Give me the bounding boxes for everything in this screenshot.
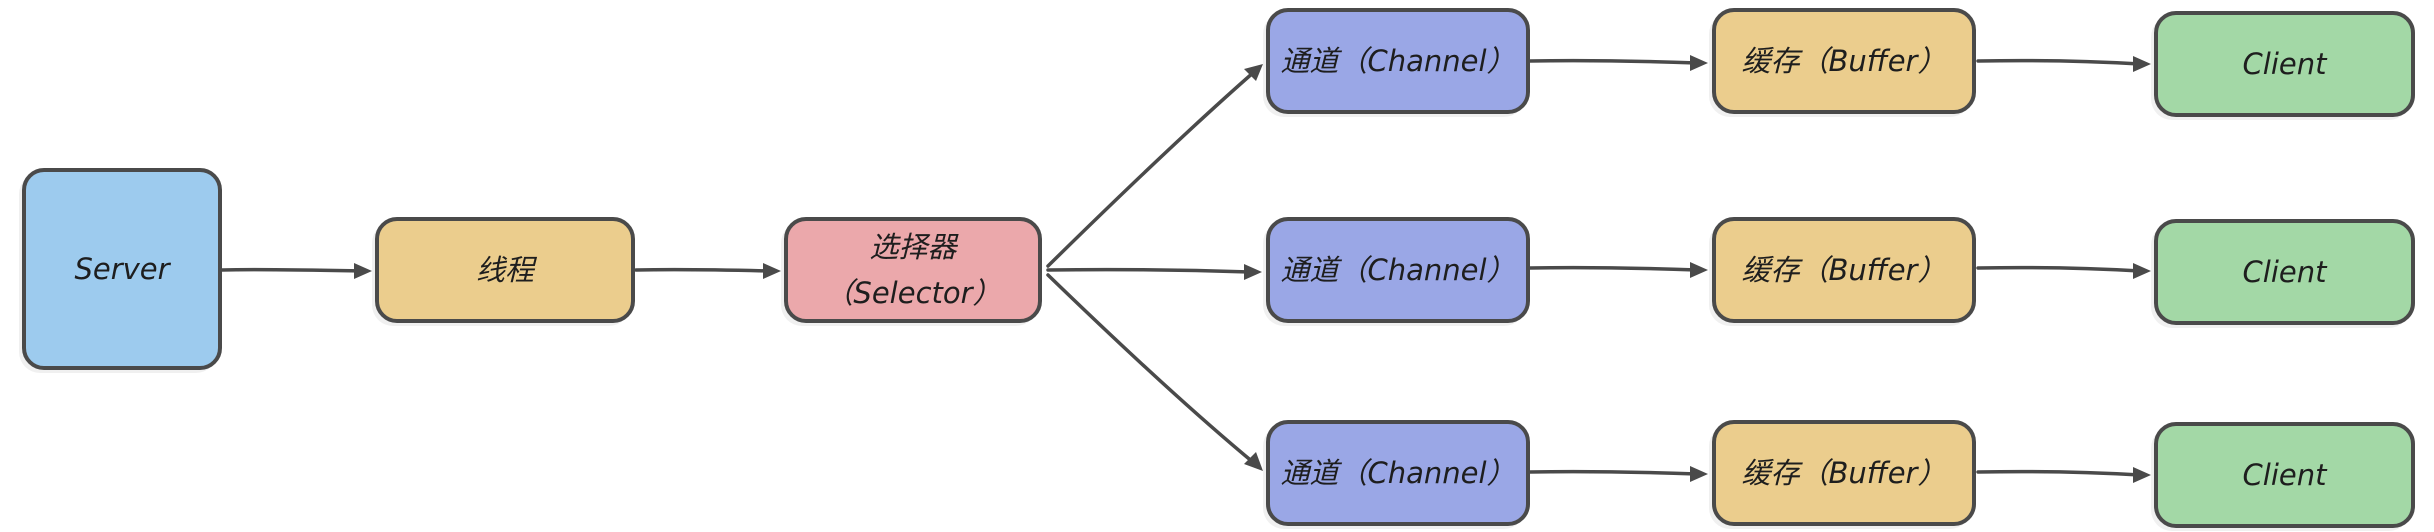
arrow-selector-to-channel-3	[1046, 273, 1263, 471]
arrow-selector-to-channel-2	[1046, 264, 1262, 280]
client-label-3: Client	[2242, 457, 2327, 492]
arrow-buffer-1-to-client-1	[1976, 56, 2151, 72]
buffer-label-3: 缓存（Buffer）	[1741, 455, 1947, 490]
client-node-1: Client	[2154, 11, 2415, 117]
channel-label-2: 通道（Channel）	[1280, 252, 1516, 287]
selector-node: 选择器 （Selector）	[784, 217, 1042, 323]
arrow-server-to-thread	[220, 263, 372, 279]
client-label-1: Client	[2242, 46, 2327, 81]
selector-label-line2: （Selector）	[824, 276, 1002, 310]
channel-node-1: 通道（Channel）	[1266, 8, 1530, 114]
channel-label-1: 通道（Channel）	[1280, 43, 1516, 78]
arrow-thread-to-selector	[634, 263, 781, 279]
channel-node-2: 通道（Channel）	[1266, 217, 1530, 323]
selector-label-line1: 选择器	[869, 229, 957, 264]
channel-node-3: 通道（Channel）	[1266, 420, 1530, 526]
buffer-node-1: 缓存（Buffer）	[1712, 8, 1976, 114]
arrow-channel-2-to-buffer-2	[1528, 262, 1708, 278]
client-label-2: Client	[2242, 254, 2327, 289]
client-node-3: Client	[2154, 422, 2415, 528]
thread-node: 线程	[375, 217, 635, 323]
buffer-label-1: 缓存（Buffer）	[1741, 43, 1947, 78]
arrow-channel-1-to-buffer-1	[1528, 55, 1708, 71]
arrow-channel-3-to-buffer-3	[1528, 466, 1708, 482]
arrow-buffer-3-to-client-3	[1976, 467, 2151, 483]
server-label: Server	[74, 251, 170, 286]
channel-label-3: 通道（Channel）	[1280, 455, 1516, 490]
arrow-buffer-2-to-client-2	[1976, 263, 2151, 279]
buffer-node-3: 缓存（Buffer）	[1712, 420, 1976, 526]
buffer-node-2: 缓存（Buffer）	[1712, 217, 1976, 323]
buffer-label-2: 缓存（Buffer）	[1741, 252, 1947, 287]
thread-label: 线程	[475, 252, 534, 287]
server-node: Server	[22, 168, 222, 370]
arrow-selector-to-channel-1	[1046, 64, 1263, 268]
client-node-2: Client	[2154, 219, 2415, 325]
